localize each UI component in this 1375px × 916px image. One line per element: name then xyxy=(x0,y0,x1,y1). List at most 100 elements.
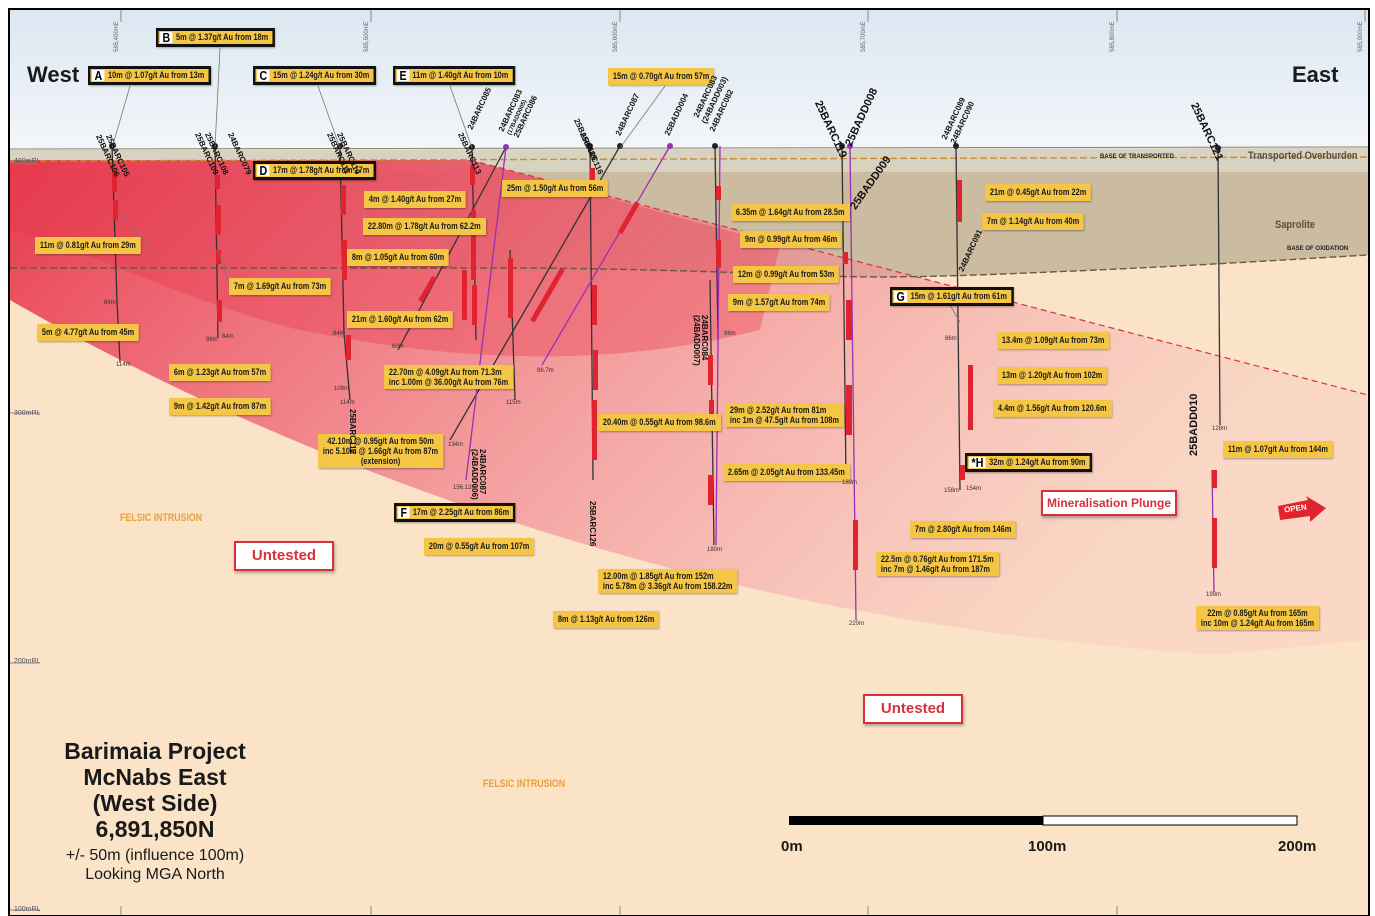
depth-label: 114m xyxy=(116,362,131,368)
easting-label: 585,400mE xyxy=(114,21,120,52)
depth-label: 189m xyxy=(842,480,858,486)
figure-frame xyxy=(8,8,1370,916)
intercept-line: 12.00m @ 1.85g/t Au from 152m xyxy=(602,571,714,581)
leader-line xyxy=(116,209,151,249)
key-intercept-text: 5m @ 1.37g/t Au from 18m xyxy=(176,32,269,42)
key-intercept-text: 32m @ 1.24g/t Au from 90m xyxy=(989,457,1086,467)
scale-label-end: 200m xyxy=(1278,838,1317,855)
collar xyxy=(712,143,718,149)
collar xyxy=(1215,145,1221,151)
rl-label: 300mRL xyxy=(14,410,41,417)
easting-label: 585,500mE xyxy=(364,21,370,52)
east-label: East xyxy=(1292,62,1339,87)
depth-label: 134m xyxy=(448,442,464,448)
intercept-bar xyxy=(470,165,475,185)
collar xyxy=(617,143,623,149)
intercept-label: 13.4m @ 1.09g/t Au from 73m xyxy=(997,332,1110,349)
intercept-bar xyxy=(112,170,117,192)
leader-line xyxy=(317,85,341,149)
intercept-label: 7m @ 1.69g/t Au from 73m xyxy=(229,278,332,295)
key-letter: B xyxy=(160,31,173,44)
easting-label: 585,800mE xyxy=(1110,21,1116,52)
drill-hole-trace xyxy=(1217,147,1221,426)
section-influence: +/- 50m (influence 100m) xyxy=(65,847,245,864)
untested-box: Untested xyxy=(234,541,334,571)
intercept-bar xyxy=(471,210,476,280)
mineralisation-plunge-box: Mineralisation Plunge xyxy=(1041,490,1177,516)
plunge-upper-boundary xyxy=(469,159,1369,396)
leader-line xyxy=(619,85,666,149)
intercept-line: 42.10m @ 0.95g/t Au from 50m xyxy=(327,436,434,446)
collar xyxy=(953,143,959,149)
key-letter: C xyxy=(257,69,270,82)
base-of-oxidation-line xyxy=(10,254,1369,278)
leader-line xyxy=(949,304,961,323)
collar-markers xyxy=(109,143,1221,151)
intercept-label: 22.80m @ 1.78g/t Au from 62.2m xyxy=(363,218,486,235)
collar xyxy=(839,143,845,149)
hole-id: 25BADD010 xyxy=(1188,393,1200,456)
intercept-bar xyxy=(853,520,858,570)
key-intercept-text: 11m @ 1.40g/t Au from 10m xyxy=(412,70,509,80)
key-intercept-text: 15m @ 1.61g/t Au from 61m xyxy=(910,291,1007,301)
open-arrow-shape xyxy=(1278,496,1326,522)
rl-label: 100mRL xyxy=(14,906,41,913)
depth-label: 84m xyxy=(104,300,116,306)
collar xyxy=(667,143,673,149)
intercept-bar xyxy=(216,205,221,235)
base-of-transported-line xyxy=(9,156,1369,162)
intercept-label: 7m @ 2.80g/t Au from 146m xyxy=(910,521,1017,538)
intercept-bar xyxy=(462,270,467,320)
diamond-hole-trace xyxy=(715,145,721,546)
depth-label: 180m xyxy=(707,547,723,553)
intercept-label: 4.4m @ 1.56g/t Au from 120.6m xyxy=(993,400,1112,417)
key-intercept-text: 17m @ 2.25g/t Au from 86m xyxy=(412,507,510,517)
intercept-line: inc 5.78m @ 3.36g/t Au from 158.22m xyxy=(602,581,733,591)
depth-label: 156.12m xyxy=(453,485,477,491)
intercept-bar xyxy=(113,200,118,220)
easting-label: 585,900mE xyxy=(1358,21,1364,52)
key-letter: *H xyxy=(969,456,986,469)
intercept-label: 42.10m @ 0.95g/t Au from 50m inc 5.10m @… xyxy=(318,434,444,468)
key-letter: E xyxy=(397,69,410,82)
diamond-hole-trace xyxy=(541,145,671,366)
collar xyxy=(587,143,593,149)
key-intercept-text: 15m @ 1.24g/t Au from 30m xyxy=(273,70,370,80)
surface-line xyxy=(9,146,1369,150)
leader-line xyxy=(217,249,231,288)
intercept-label: 2.65m @ 2.05g/t Au from 133.45m xyxy=(723,464,850,481)
intercept-label: 11m @ 0.81g/t Au from 29m xyxy=(35,237,141,254)
felsic-intrusion-label: FELSIC INTRUSION xyxy=(120,512,203,524)
scale-label-mid: 100m xyxy=(1028,838,1067,855)
drill-hole-trace xyxy=(343,332,351,401)
intercept-bar xyxy=(593,350,598,390)
intercept-bar xyxy=(960,465,965,480)
key-letter: F xyxy=(398,506,410,519)
depth-label: 86m xyxy=(206,337,218,343)
intercept-bar xyxy=(217,300,222,322)
title-block: Barimaia Project McNabs East (West Side)… xyxy=(30,738,280,884)
drill-hole-trace xyxy=(841,145,847,481)
intercept-bar xyxy=(590,168,595,183)
intercept-bar xyxy=(530,268,565,323)
intercept-line: 22.5m @ 0.76g/t Au from 171.5m xyxy=(880,554,994,564)
intercept-bar xyxy=(957,180,962,222)
easting-label: 585,700mE xyxy=(861,21,867,52)
depth-label: 84m xyxy=(222,334,234,340)
intercept-bars xyxy=(112,165,1217,570)
intercept-bar xyxy=(418,275,437,303)
intercept-line: inc 1.00m @ 36.00g/t Au from 76m xyxy=(388,377,509,387)
intercept-label: 22.70m @ 4.09g/t Au from 71.3m inc 1.00m… xyxy=(384,365,514,389)
intercept-label: 6.35m @ 1.64g/t Au from 28.5m xyxy=(731,204,850,221)
depth-label: 60m xyxy=(392,344,404,350)
intercept-label: 9m @ 0.99g/t Au from 46m xyxy=(740,231,843,248)
hole-id: 25BARC112 xyxy=(348,409,357,454)
